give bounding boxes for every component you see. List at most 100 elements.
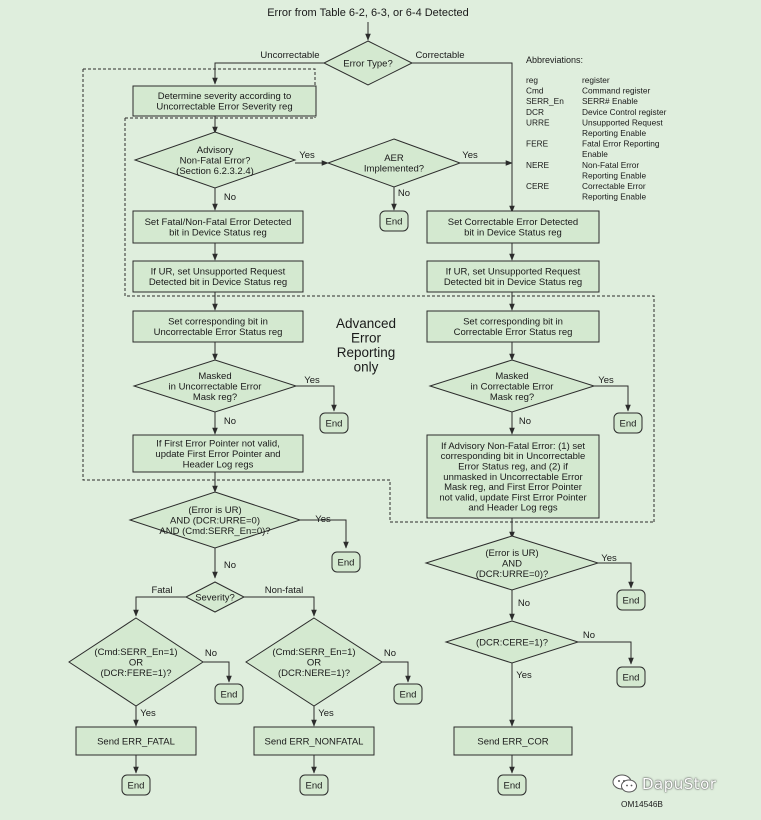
abbr-term-1: reg bbox=[526, 75, 538, 85]
abbr-meaning-5-1: Unsupported Request bbox=[582, 117, 663, 127]
label-cere-no: No bbox=[583, 630, 595, 641]
advisory-decision-text-line-3: (Section 6.2.3.2.4) bbox=[176, 166, 254, 177]
nonfatal-check-decision-text-line-2: OR bbox=[307, 657, 321, 668]
abbr-meaning-4-1: Device Control register bbox=[582, 107, 667, 117]
severity-decision bbox=[184, 581, 246, 613]
ur-detected-right-box bbox=[426, 260, 600, 293]
fatal-check-decision-text-line-1: (Cmd:SERR_En=1) bbox=[94, 647, 177, 658]
label-nonfatal: Non-fatal bbox=[265, 585, 304, 596]
end-ur-cor bbox=[616, 589, 646, 611]
end-nonfatal bbox=[299, 774, 329, 796]
advisory-update-box-text-line-4: unmasked in Uncorrectable Error bbox=[443, 472, 582, 483]
ur-detected-right-box-text-line-1: If UR, set Unsupported Request bbox=[446, 267, 581, 278]
nonfatal-check-decision-text-line-1: (Cmd:SERR_En=1) bbox=[272, 647, 355, 658]
end-cere-no-label: End bbox=[623, 672, 640, 683]
wechat-icon bbox=[612, 774, 637, 793]
masked-correctable-decision-text-line-2: in Correctable Error bbox=[471, 381, 554, 392]
aer-implemented-decision-text-line-1: AER bbox=[384, 153, 404, 164]
severity-decision-text-line-1: Severity? bbox=[195, 592, 235, 603]
end-cor bbox=[497, 774, 527, 796]
end-fatal-label: End bbox=[128, 780, 145, 791]
abbr-meaning-2-1: Command register bbox=[582, 86, 650, 96]
end-aer-no-label: End bbox=[386, 216, 403, 227]
label-uncorrectable: Uncorrectable bbox=[260, 50, 319, 61]
set-correctable-box bbox=[426, 210, 600, 244]
end-ur-serr-label: End bbox=[338, 557, 355, 568]
correctable-status-box-text-line-2: Correctable Error Status reg bbox=[454, 327, 573, 338]
abbr-term-2: Cmd bbox=[526, 86, 544, 96]
end-fatal bbox=[121, 774, 151, 796]
end-cere-no bbox=[616, 666, 646, 688]
end-fatal-no-label: End bbox=[221, 689, 238, 700]
aer-note-line-3: Reporting bbox=[337, 345, 396, 360]
aer-note-line-2: Error bbox=[351, 331, 382, 346]
ur-correctable-decision-text-line-1: (Error is UR) bbox=[485, 548, 538, 559]
aer-note-line-4: only bbox=[354, 360, 379, 375]
abbr-meaning-3-1: SERR# Enable bbox=[582, 96, 638, 106]
end-cor-label: End bbox=[504, 780, 521, 791]
abbr-meaning-8-1: Correctable Error bbox=[582, 181, 646, 191]
cere-decision-text-line-1: (DCR:CERE=1)? bbox=[476, 637, 548, 648]
advisory-update-box bbox=[426, 434, 600, 519]
ur-correctable-decision bbox=[424, 535, 600, 591]
ur-serr-decision-text-line-3: AND (Cmd:SERR_En=0)? bbox=[159, 526, 270, 537]
set-correctable-box-text-line-2: bit in Device Status reg bbox=[464, 228, 562, 239]
end-nonfatal-no-label: End bbox=[400, 689, 417, 700]
label-fatal-check-no: No bbox=[205, 648, 217, 659]
end-nonfatal-no bbox=[393, 683, 423, 705]
uncorrectable-status-box-text-line-1: Set corresponding bit in bbox=[168, 317, 268, 328]
label-fatal-check-yes: Yes bbox=[140, 708, 156, 719]
send-err-fatal-box bbox=[75, 726, 197, 756]
send-err-fatal-box-text-line-1: Send ERR_FATAL bbox=[97, 736, 175, 747]
ur-detected-left-box-text-line-2: Detected bit in Device Status reg bbox=[149, 277, 287, 288]
advisory-update-box-text-line-3: Error Status reg, and (2) if bbox=[458, 462, 568, 473]
advisory-update-box-text-line-7: and Header Log regs bbox=[468, 503, 558, 514]
ur-detected-left-box-text-line-1: If UR, set Unsupported Request bbox=[151, 267, 286, 278]
label-aer-yes: Yes bbox=[462, 150, 478, 161]
masked-uncorrectable-decision-text-line-3: Mask reg? bbox=[193, 392, 237, 403]
abbr-meaning-7-2: Reporting Enable bbox=[582, 170, 647, 180]
determine-severity-box-text-line-2: Uncorrectable Error Severity reg bbox=[156, 102, 292, 113]
abbr-meaning-7-1: Non-Fatal Error bbox=[582, 160, 639, 170]
diagram-title: Error from Table 6-2, 6-3, or 6-4 Detect… bbox=[267, 7, 469, 19]
abbr-term-5: URRE bbox=[526, 117, 550, 127]
ur-correctable-decision-text-line-3: (DCR:URRE=0)? bbox=[476, 569, 549, 580]
advisory-decision bbox=[133, 131, 297, 189]
send-err-nonfatal-box-text-line-1: Send ERR_NONFATAL bbox=[265, 736, 364, 747]
abbr-term-4: DCR bbox=[526, 107, 544, 117]
ur-serr-decision-text-line-1: (Error is UR) bbox=[188, 505, 241, 516]
shapes bbox=[68, 40, 646, 796]
watermark-text: DapuStor bbox=[642, 775, 717, 793]
abbr-meaning-1-1: register bbox=[582, 75, 610, 85]
label-ur-cor-yes: Yes bbox=[601, 553, 617, 564]
fatal-check-decision-text-line-3: (DCR:FERE=1)? bbox=[101, 668, 172, 679]
labels: Determine severity according toUncorrect… bbox=[94, 7, 666, 809]
end-nonfatal-label: End bbox=[306, 780, 323, 791]
determine-severity-box-text-line-1: Determine severity according to bbox=[158, 91, 292, 102]
end-aer-no bbox=[379, 210, 409, 232]
uncorrectable-status-box-text-line-2: Uncorrectable Error Status reg bbox=[154, 327, 283, 338]
send-err-cor-box-text-line-1: Send ERR_COR bbox=[477, 736, 548, 747]
connectors bbox=[133, 22, 634, 774]
fatal-check-decision-text-line-2: OR bbox=[129, 657, 143, 668]
label-nonfatal-check-no: No bbox=[384, 648, 396, 659]
advisory-update-box-text-line-1: If Advisory Non-Fatal Error: (1) set bbox=[441, 441, 585, 452]
end-masked-unc bbox=[319, 412, 349, 434]
label-ur-serr-no: No bbox=[224, 560, 236, 571]
first-error-pointer-box bbox=[132, 434, 304, 473]
fatal-check-decision bbox=[68, 617, 204, 707]
masked-correctable-decision-text-line-3: Mask reg? bbox=[490, 392, 534, 403]
figure-id: OM14546B bbox=[621, 799, 663, 809]
ur-correctable-decision-text-line-2: AND bbox=[502, 558, 522, 569]
advisory-update-box-text-line-2: corresponding bit in Uncorrectable bbox=[441, 451, 586, 462]
masked-uncorrectable-decision-text-line-2: in Uncorrectable Error bbox=[169, 381, 262, 392]
abbr-term-8: CERE bbox=[526, 181, 550, 191]
advisory-update-box-text-line-5: Mask reg, and First Error Pointer bbox=[444, 482, 582, 493]
uncorrectable-status-box bbox=[132, 310, 304, 343]
end-masked-unc-label: End bbox=[326, 418, 343, 429]
abbreviations-heading: Abbreviations: bbox=[526, 55, 583, 65]
ur-serr-decision-text-line-2: AND (DCR:URRE=0) bbox=[170, 515, 260, 526]
first-error-pointer-box-text-line-2: update First Error Pointer and bbox=[155, 449, 280, 460]
end-masked-cor-label: End bbox=[620, 418, 637, 429]
ur-serr-decision bbox=[128, 491, 302, 549]
